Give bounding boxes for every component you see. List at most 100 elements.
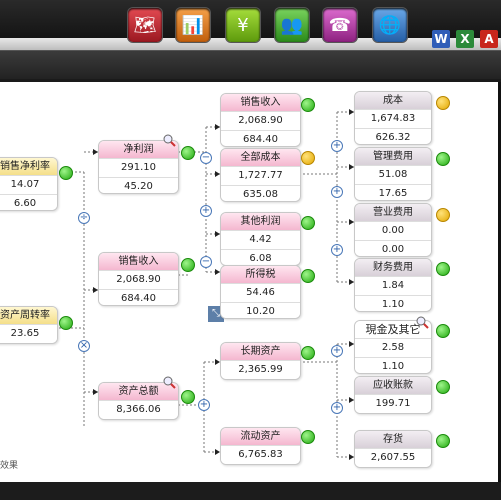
node-value: 684.40 (221, 130, 300, 146)
node-value: 6,765.83 (221, 445, 300, 464)
people-icon[interactable]: 👥 (275, 8, 309, 42)
status-indicator (436, 434, 450, 448)
node-total-assets[interactable]: 资产总额 8,366.06 (98, 382, 179, 420)
node-value: 8,366.06 (99, 400, 178, 419)
node-value: 51.08 (355, 165, 431, 184)
plus-operator-icon[interactable]: + (331, 244, 343, 256)
magnifier-icon[interactable] (162, 132, 176, 147)
multiply-operator-icon[interactable]: × (78, 340, 90, 352)
node-value: 4.42 (221, 230, 300, 249)
node-sales-revenue[interactable]: 销售收入 2,068.90 684.40 (98, 252, 179, 306)
node-title: 销售收入 (99, 253, 178, 270)
node-value: 1,727.77 (221, 166, 300, 185)
minus-operator-icon[interactable]: − (200, 256, 212, 268)
node-sales-revenue-detail[interactable]: 销售收入 2,068.90 684.40 (220, 93, 301, 147)
bar-chart-icon[interactable]: 📊 (176, 8, 210, 42)
status-indicator (301, 269, 315, 283)
node-current-assets[interactable]: 流动资产 6,765.83 (220, 427, 301, 465)
plus-operator-icon[interactable]: + (331, 186, 343, 198)
node-value: 6.60 (0, 194, 57, 210)
status-indicator (301, 216, 315, 230)
node-value: 54.46 (221, 283, 300, 302)
status-indicator (436, 96, 450, 110)
excel-icon[interactable]: X (456, 30, 474, 48)
node-title: 销售收入 (221, 94, 300, 111)
node-value: 10.20 (221, 302, 300, 318)
node-value: 1.10 (355, 357, 431, 373)
node-inventory[interactable]: 存货 2,607.55 (354, 430, 432, 468)
node-title: 长期资产 (221, 343, 300, 360)
node-value: 291.10 (99, 158, 178, 177)
node-long-term-assets[interactable]: 长期资产 2,365.99 (220, 342, 301, 380)
node-value: 2,365.99 (221, 360, 300, 379)
node-receivables[interactable]: 应收账款 199.71 (354, 376, 432, 414)
magnifier-icon[interactable] (162, 374, 176, 389)
word-icon[interactable]: W (432, 30, 450, 48)
node-value: 6.08 (221, 249, 300, 265)
node-value: 1.84 (355, 276, 431, 295)
node-value: 1.10 (355, 295, 431, 311)
node-value: 199.71 (355, 394, 431, 413)
node-value: 635.08 (221, 185, 300, 201)
node-title: 存货 (355, 431, 431, 448)
node-value: 23.65 (0, 324, 57, 343)
telephone-icon[interactable]: ☎ (323, 8, 357, 42)
node-title: 营业费用 (355, 204, 431, 221)
pdf-icon[interactable]: A (480, 30, 498, 48)
node-title: 成本 (355, 92, 431, 109)
node-title: 资产周转率 (0, 307, 57, 324)
status-indicator (59, 166, 73, 180)
node-net-profit[interactable]: 净利润 291.10 45.20 (98, 140, 179, 194)
node-asset-turnover[interactable]: 资产周转率 23.65 (0, 306, 58, 344)
status-indicator (181, 146, 195, 160)
node-value: 2,607.55 (355, 448, 431, 467)
node-value: 45.20 (99, 177, 178, 193)
status-indicator (436, 324, 450, 338)
node-title: 销售净利率 (0, 158, 57, 175)
node-title: 全部成本 (221, 149, 300, 166)
minus-operator-icon[interactable]: − (200, 152, 212, 164)
status-indicator (436, 152, 450, 166)
node-title: 财务费用 (355, 259, 431, 276)
node-value: 0.00 (355, 221, 431, 240)
node-value: 626.32 (355, 128, 431, 144)
divide-operator-icon[interactable]: ÷ (78, 212, 90, 224)
status-indicator (301, 151, 315, 165)
footer-text: 效果 (0, 461, 19, 471)
node-total-cost[interactable]: 全部成本 1,727.77 635.08 (220, 148, 301, 202)
node-operating-expense[interactable]: 营业费用 0.00 0.00 (354, 203, 432, 257)
node-title: 管理费用 (355, 148, 431, 165)
world-map-icon[interactable]: 🗺 (128, 8, 162, 42)
node-cost[interactable]: 成本 1,674.83 626.32 (354, 91, 432, 145)
status-indicator (436, 262, 450, 276)
node-value: 0.00 (355, 240, 431, 256)
sub-toolbar (0, 50, 501, 79)
node-title: 流动资产 (221, 428, 300, 445)
node-value: 684.40 (99, 289, 178, 305)
node-net-margin[interactable]: 销售净利率 14.07 6.60 (0, 157, 58, 211)
node-cash-other[interactable]: 現金及其它 2.58 1.10 (354, 320, 432, 374)
node-title: 現金及其它 (355, 321, 431, 338)
plus-operator-icon[interactable]: + (331, 140, 343, 152)
status-indicator (436, 208, 450, 222)
node-title: 应收账款 (355, 377, 431, 394)
yen-icon[interactable]: ¥ (226, 8, 260, 42)
globe-icon[interactable]: 🌐 (373, 8, 407, 42)
node-title: 净利润 (99, 141, 178, 158)
node-title: 所得税 (221, 266, 300, 283)
magnifier-icon[interactable] (415, 314, 429, 329)
node-value: 2,068.90 (99, 270, 178, 289)
node-title: 资产总额 (99, 383, 178, 400)
node-admin-expense[interactable]: 管理费用 51.08 17.65 (354, 147, 432, 201)
plus-operator-icon[interactable]: + (331, 345, 343, 357)
plus-operator-icon[interactable]: + (200, 205, 212, 217)
status-indicator (59, 316, 73, 330)
plus-operator-icon[interactable]: + (198, 399, 210, 411)
node-financial-expense[interactable]: 财务费用 1.84 1.10 (354, 258, 432, 312)
node-other-profit[interactable]: 其他利润 4.42 6.08 (220, 212, 301, 266)
plus-operator-icon[interactable]: + (331, 402, 343, 414)
status-indicator (436, 380, 450, 394)
node-income-tax[interactable]: 所得税 54.46 10.20 (220, 265, 301, 319)
node-title: 其他利润 (221, 213, 300, 230)
status-indicator (301, 346, 315, 360)
